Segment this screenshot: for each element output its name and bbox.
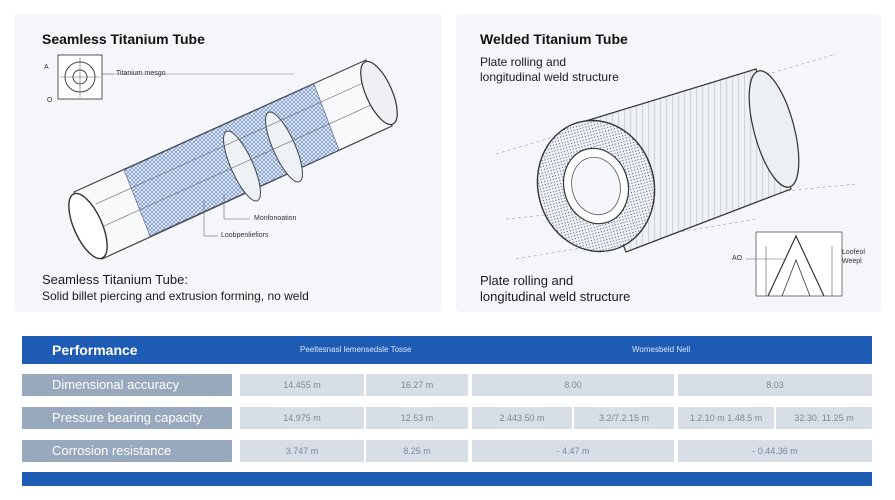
seamless-caption-title: Seamless Titanium Tube: [42,272,188,287]
table-cell: 14.455 m [240,374,364,396]
welded-tube-body [536,68,800,253]
seamless-tube-panel: Seamless Titanium Tube A O Titanium mesg… [14,14,442,312]
welded-subtitle-line2: longitudinal weld structure [480,70,619,84]
table-cell: 1.2.10 m 1.48.5 m [678,407,774,429]
seamless-tube-body [68,59,398,260]
callout-weld-line2: Weepl [842,258,862,265]
welded-title: Welded Titanium Tube [480,31,628,47]
table-cell: 16.27 m [366,374,468,396]
callout-titanium-label: Titanium mesgo [116,70,166,77]
inset-label-b: O [47,97,53,104]
row-label-pressure-bearing-capacity: Pressure bearing capacity [22,407,232,429]
header-col1: Peeltesnasl lemensedsle Tosse [300,345,412,354]
table-cell: - 4.47 m [472,440,674,462]
table-cell: 8.03 [678,374,872,396]
callout-weld-line1: Loofeol [842,249,865,256]
seamless-title: Seamless Titanium Tube [42,31,205,47]
table-cell: 32.30. 11.25 m [776,407,872,429]
table-cell: 14.975 m [240,407,364,429]
welded-caption-line1: Plate rolling and [480,273,574,288]
table-cell: 8.25 m [366,440,468,462]
table-row: Pressure bearing capacity 14.975 m 12.53… [22,407,872,429]
table-row: Corrosion resistance 3.747 m 8.25 m - 4.… [22,440,872,462]
header-col2: Womesbeld Nell [632,345,691,354]
welded-caption-line2: longitudinal weld structure [480,289,631,304]
table-header: Performance Peeltesnasl lemensedsle Toss… [22,336,872,364]
table-cell: 12.53 m [366,407,468,429]
row-label-corrosion-resistance: Corrosion resistance [22,440,232,462]
inset-label-a: A [44,64,49,71]
callout-mid-label: Monfonoation [254,215,297,222]
header-performance: Performance [52,342,138,358]
performance-table: Performance Peeltesnasl lemensedsle Toss… [22,336,872,486]
callout-low-label: Loobpenliefiors [221,232,269,239]
callout-ao-label: AO [732,255,743,262]
row-label-dimensional-accuracy: Dimensional accuracy [22,374,232,396]
cross-section-inset [57,54,114,100]
table-cell: 8.00 [472,374,674,396]
welded-tube-illustration [495,53,857,297]
weld-detail-inset [746,231,843,297]
table-cell: 2.443.50 m [472,407,572,429]
welded-subtitle-line1: Plate rolling and [480,55,567,69]
seamless-caption-text: Solid billet piercing and extrusion form… [42,289,309,303]
table-cell: 3.2/7.2.15 m [574,407,674,429]
table-row: Dimensional accuracy 14.455 m 16.27 m 8.… [22,374,872,396]
table-cell: 3.747 m [240,440,364,462]
table-cell: - 0.44.36 m [678,440,872,462]
seamless-tube-illustration [57,54,398,260]
table-footer-bar [22,472,872,486]
welded-tube-panel: Welded Titanium Tube Plate rolling and l… [456,14,881,312]
